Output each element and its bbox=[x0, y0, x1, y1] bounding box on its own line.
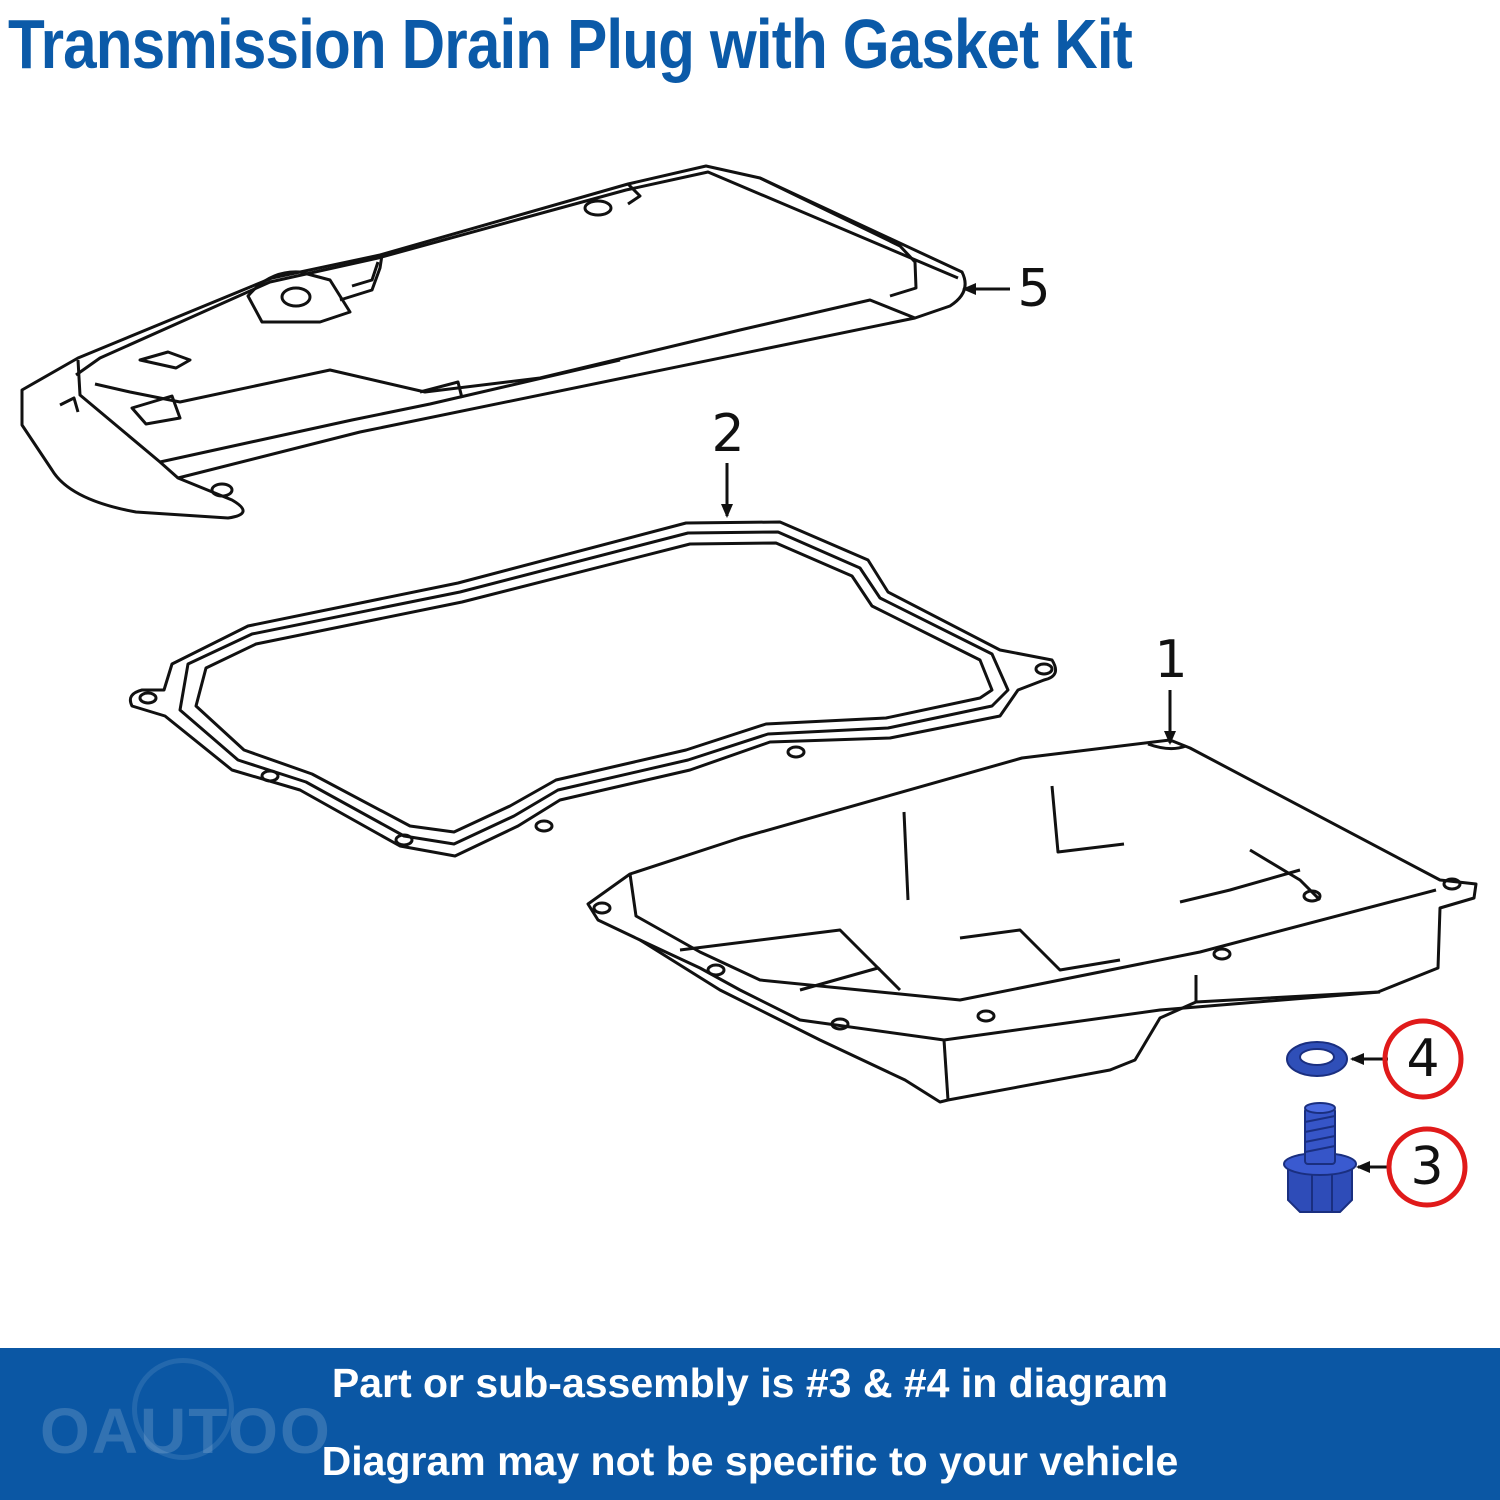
callout-5: 5 bbox=[1017, 259, 1050, 319]
callout-labels: 5 2 1 4 3 bbox=[711, 259, 1443, 1197]
page-title: Transmission Drain Plug with Gasket Kit bbox=[8, 5, 1133, 83]
brand-watermark: OAUTOO bbox=[40, 1395, 332, 1467]
drain-plug-illustration bbox=[1283, 1102, 1357, 1213]
transmission-filter-illustration bbox=[20, 164, 967, 520]
watermark-ring bbox=[132, 1358, 234, 1460]
footer-banner: OAUTOO Part or sub-assembly is #3 & #4 i… bbox=[0, 1348, 1500, 1500]
callout-arrows bbox=[721, 283, 1390, 1173]
callout-1: 1 bbox=[1154, 630, 1187, 690]
callout-4: 4 bbox=[1406, 1029, 1439, 1089]
footer-disclaimer: Diagram may not be specific to your vehi… bbox=[321, 1438, 1179, 1484]
oil-pan-illustration bbox=[586, 738, 1478, 1104]
exploded-parts-diagram: 5 2 1 4 3 bbox=[20, 164, 1478, 1213]
callout-3: 3 bbox=[1410, 1137, 1443, 1197]
highlight-rings bbox=[1382, 1018, 1468, 1208]
pan-gasket-illustration bbox=[128, 520, 1058, 858]
footer-part-note: Part or sub-assembly is #3 & #4 in diagr… bbox=[331, 1360, 1169, 1406]
callout-2: 2 bbox=[711, 404, 744, 464]
drain-plug-gasket-illustration bbox=[1286, 1041, 1348, 1077]
